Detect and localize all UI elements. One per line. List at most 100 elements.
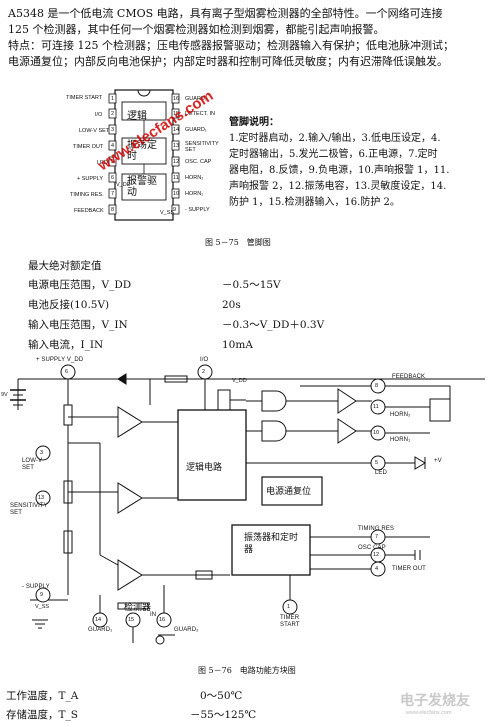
- pin-num: 7: [111, 191, 115, 197]
- rating-value: －0.3～V_DD＋0.3V: [222, 319, 325, 331]
- low-v-set-label: LOW-V SET: [22, 458, 43, 471]
- pin-num: 11: [173, 175, 179, 181]
- horn2-label: HORN₂: [390, 412, 411, 418]
- ic-notch: [137, 89, 151, 97]
- battery-label: 9V: [1, 392, 8, 398]
- pin-label-horn2: HORN₂: [185, 175, 204, 181]
- pin-label-detect-in: DETECT. IN: [185, 111, 215, 117]
- temp-label: 存储温度，T_S: [6, 709, 78, 721]
- sensitivity-set-label: SENSITIVITY SET: [10, 503, 48, 516]
- pin-desc-title: 管脚说明：: [229, 117, 279, 128]
- figure-caption-block: 图 5－76 电路功能方块图: [198, 666, 296, 675]
- feedback-label: FEEDBACK: [392, 374, 426, 380]
- pin-label-timing-res: TIMING RES.: [70, 192, 104, 198]
- rating-label: 电源电压范围，V_DD: [28, 279, 132, 291]
- pin-label-timer-start: TIMER START: [66, 95, 103, 101]
- temp-label: 工作温度，T_A: [6, 690, 79, 702]
- detector-label: 检测器: [124, 603, 152, 613]
- pin-label-guard2: GUARD₂: [185, 96, 207, 102]
- pin-label-guard1: GUARD₁: [185, 127, 207, 133]
- pin-label-minus-supply: - SUPPLY: [185, 207, 210, 213]
- guard1-label: GUARD₁: [88, 627, 113, 633]
- bd-pin-num: 11: [373, 404, 379, 410]
- pin-desc-line: 器电阻，8.反馈，9.负电源，10.声响报警 1，11.: [229, 165, 450, 176]
- timer-out-label: TIMER OUT: [392, 566, 426, 572]
- rating-label: 输入电流，I_IN: [28, 339, 104, 351]
- vdd-small-label: V_DD: [232, 378, 247, 384]
- features-line: 特点：可连接 125 个检测器；压电传感器报警驱动；检测器输入有保护；低电池脉冲…: [8, 39, 454, 52]
- pin-desc-line: 声响报警 2，12.振荡电容，13.灵敏度设定，14.: [229, 181, 447, 192]
- pin-num: 5: [111, 159, 115, 165]
- bd-pin-num: 16: [159, 617, 166, 623]
- ratings-title: 最大绝对额定值: [28, 260, 102, 272]
- temp-value: 0～50℃: [200, 690, 243, 702]
- block-osc-label: 振荡定时: [127, 140, 157, 162]
- osc-timer-label: 振荡器和定时器: [244, 533, 299, 555]
- pin-label-sensitivity-set: SENSITIVITY SET: [185, 141, 219, 153]
- pin-label-timer-out: TIMER OUT: [73, 144, 104, 150]
- intro-paragraph: A5348 是一个低电流 CMOS 电路，具有离子型烟雾检测器的全部特性。一个网…: [8, 6, 484, 70]
- pin-num: 13: [173, 143, 180, 149]
- bd-pin-num: 5: [375, 460, 379, 466]
- pin-label-osc-cap: OSC. CAP: [185, 159, 212, 165]
- pin-label-low-v-set: LOW-V SET: [79, 128, 110, 134]
- bd-pin-num: 12: [373, 552, 380, 558]
- minus-supply-label: - SUPPLY: [22, 584, 50, 590]
- pin-num: 3: [111, 127, 115, 133]
- rating-value: －0.5～15V: [222, 279, 281, 291]
- bd-pin-num: 15: [128, 617, 135, 623]
- bd-pin-num: 1: [287, 604, 291, 610]
- guard2-label: GUARD₂: [174, 627, 199, 633]
- pin-num: 14: [173, 127, 180, 133]
- pin-num: 9: [173, 207, 177, 213]
- pin-num: 4: [111, 143, 115, 149]
- vss-label: V_SS: [160, 210, 175, 216]
- block-diagram: [10, 364, 485, 645]
- detector-in-label: IN: [150, 612, 157, 618]
- pin-desc-line: 1.定时器启动，2.输入/输出，3.低电压设定，4.: [229, 133, 441, 144]
- pin-num: 2: [111, 111, 115, 117]
- bd-pin-num: 8: [375, 383, 379, 389]
- pin-num: 8: [111, 207, 115, 213]
- rating-label: 电池反接(10.5V): [28, 299, 110, 311]
- brand-url: www.elecfans.com: [406, 710, 452, 716]
- bd-pin-num: 10: [373, 430, 380, 436]
- io-label: I/O: [200, 357, 209, 363]
- pin-label-feedback: FEEDBACK: [74, 208, 104, 214]
- intro-line: 125 个检测器，其中任何一个烟雾检测器如检测到烟雾，都能引起声响报警。: [8, 23, 385, 36]
- plus-v-label: +V: [434, 458, 442, 464]
- intro-line: A5348 是一个低电流 CMOS 电路，具有离子型烟雾检测器的全部特性。一个网…: [8, 7, 443, 20]
- bd-pin-num: 14: [95, 617, 102, 623]
- block-alarm-label: 报警驱动: [127, 176, 157, 198]
- horn1-label: HORN₁: [390, 437, 411, 443]
- supply-label: + SUPPLY V_DD: [36, 357, 84, 363]
- features-line: 电源通复位；内部反向电池保护；内部定时器和控制可降低灵敏度；内有迟滞降低误触发。: [8, 55, 448, 68]
- vss-label: V_SS: [35, 604, 50, 610]
- bd-pin-num: 4: [375, 566, 379, 572]
- bd-pin-num: 13: [38, 495, 45, 501]
- pin-desc-line: 防护 1，15.检测器输入，16.防护 2。: [229, 197, 400, 208]
- bd-pin-num: 6: [65, 369, 69, 375]
- power-on-reset-label: 电源通复位: [266, 487, 312, 497]
- rating-value: 10mA: [222, 339, 253, 351]
- bd-pin-num: 9: [40, 592, 44, 598]
- timer-start-label: TIMER START: [280, 615, 300, 628]
- osc-cap-label: OSC CAP: [358, 545, 386, 551]
- led-label: LED: [375, 470, 387, 476]
- pin-num: 12: [173, 159, 180, 165]
- pin-label-horn1: HORN₁: [185, 191, 204, 197]
- pin-label-io: I/O: [95, 112, 103, 118]
- rating-label: 输入电压范围，V_IN: [28, 319, 128, 331]
- pin-num: 16: [173, 96, 180, 102]
- bd-pin-num: 7: [375, 534, 379, 540]
- pin-num: 1: [111, 96, 115, 102]
- vdd-label: V_DD: [116, 182, 131, 188]
- pin-description: 管脚说明： 1.定时器启动，2.输入/输出，3.低电压设定，4. 定时器输出，5…: [229, 115, 487, 211]
- logic-circuit-label: 逻辑电路: [186, 463, 223, 473]
- pinout-diagram: [108, 89, 180, 221]
- pin-desc-line: 定时器输出，5.发光二极管，6.正电源，7.定时: [229, 149, 438, 160]
- pin-num: 6: [111, 175, 115, 181]
- pin-num: 10: [173, 191, 180, 197]
- bd-pin-num: 2: [202, 369, 206, 375]
- timing-res-label: TIMING RES: [358, 526, 395, 532]
